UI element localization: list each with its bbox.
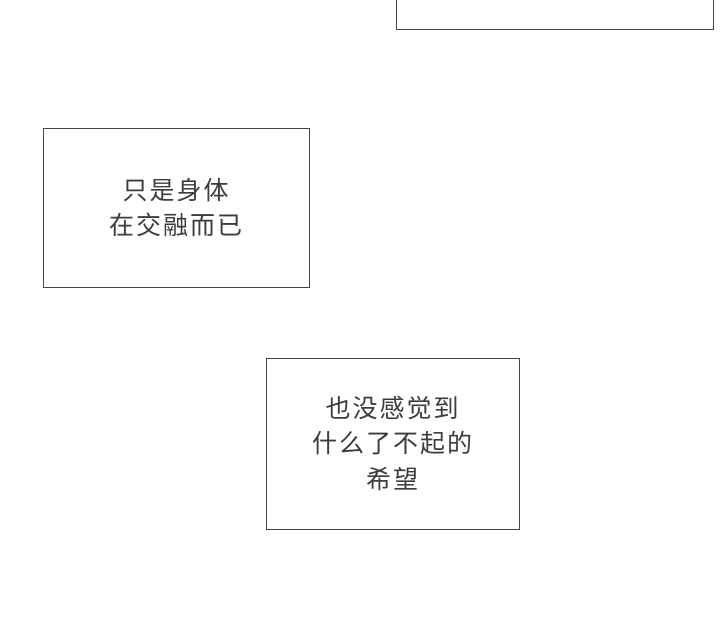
speech-text-line: 什么了不起的: [311, 429, 474, 459]
speech-text-line: 只是身体: [122, 175, 231, 205]
speech-text-line: 希望: [365, 464, 420, 494]
speech-bubble-lower-right: 也没感觉到 什么了不起的 希望: [266, 358, 520, 530]
speech-bubble-left: 只是身体 在交融而已: [43, 128, 310, 288]
speech-text-line: 在交融而已: [108, 211, 244, 240]
speech-bubble-top-partial: [396, 0, 714, 30]
speech-text-line: 也没感觉到: [325, 393, 461, 423]
